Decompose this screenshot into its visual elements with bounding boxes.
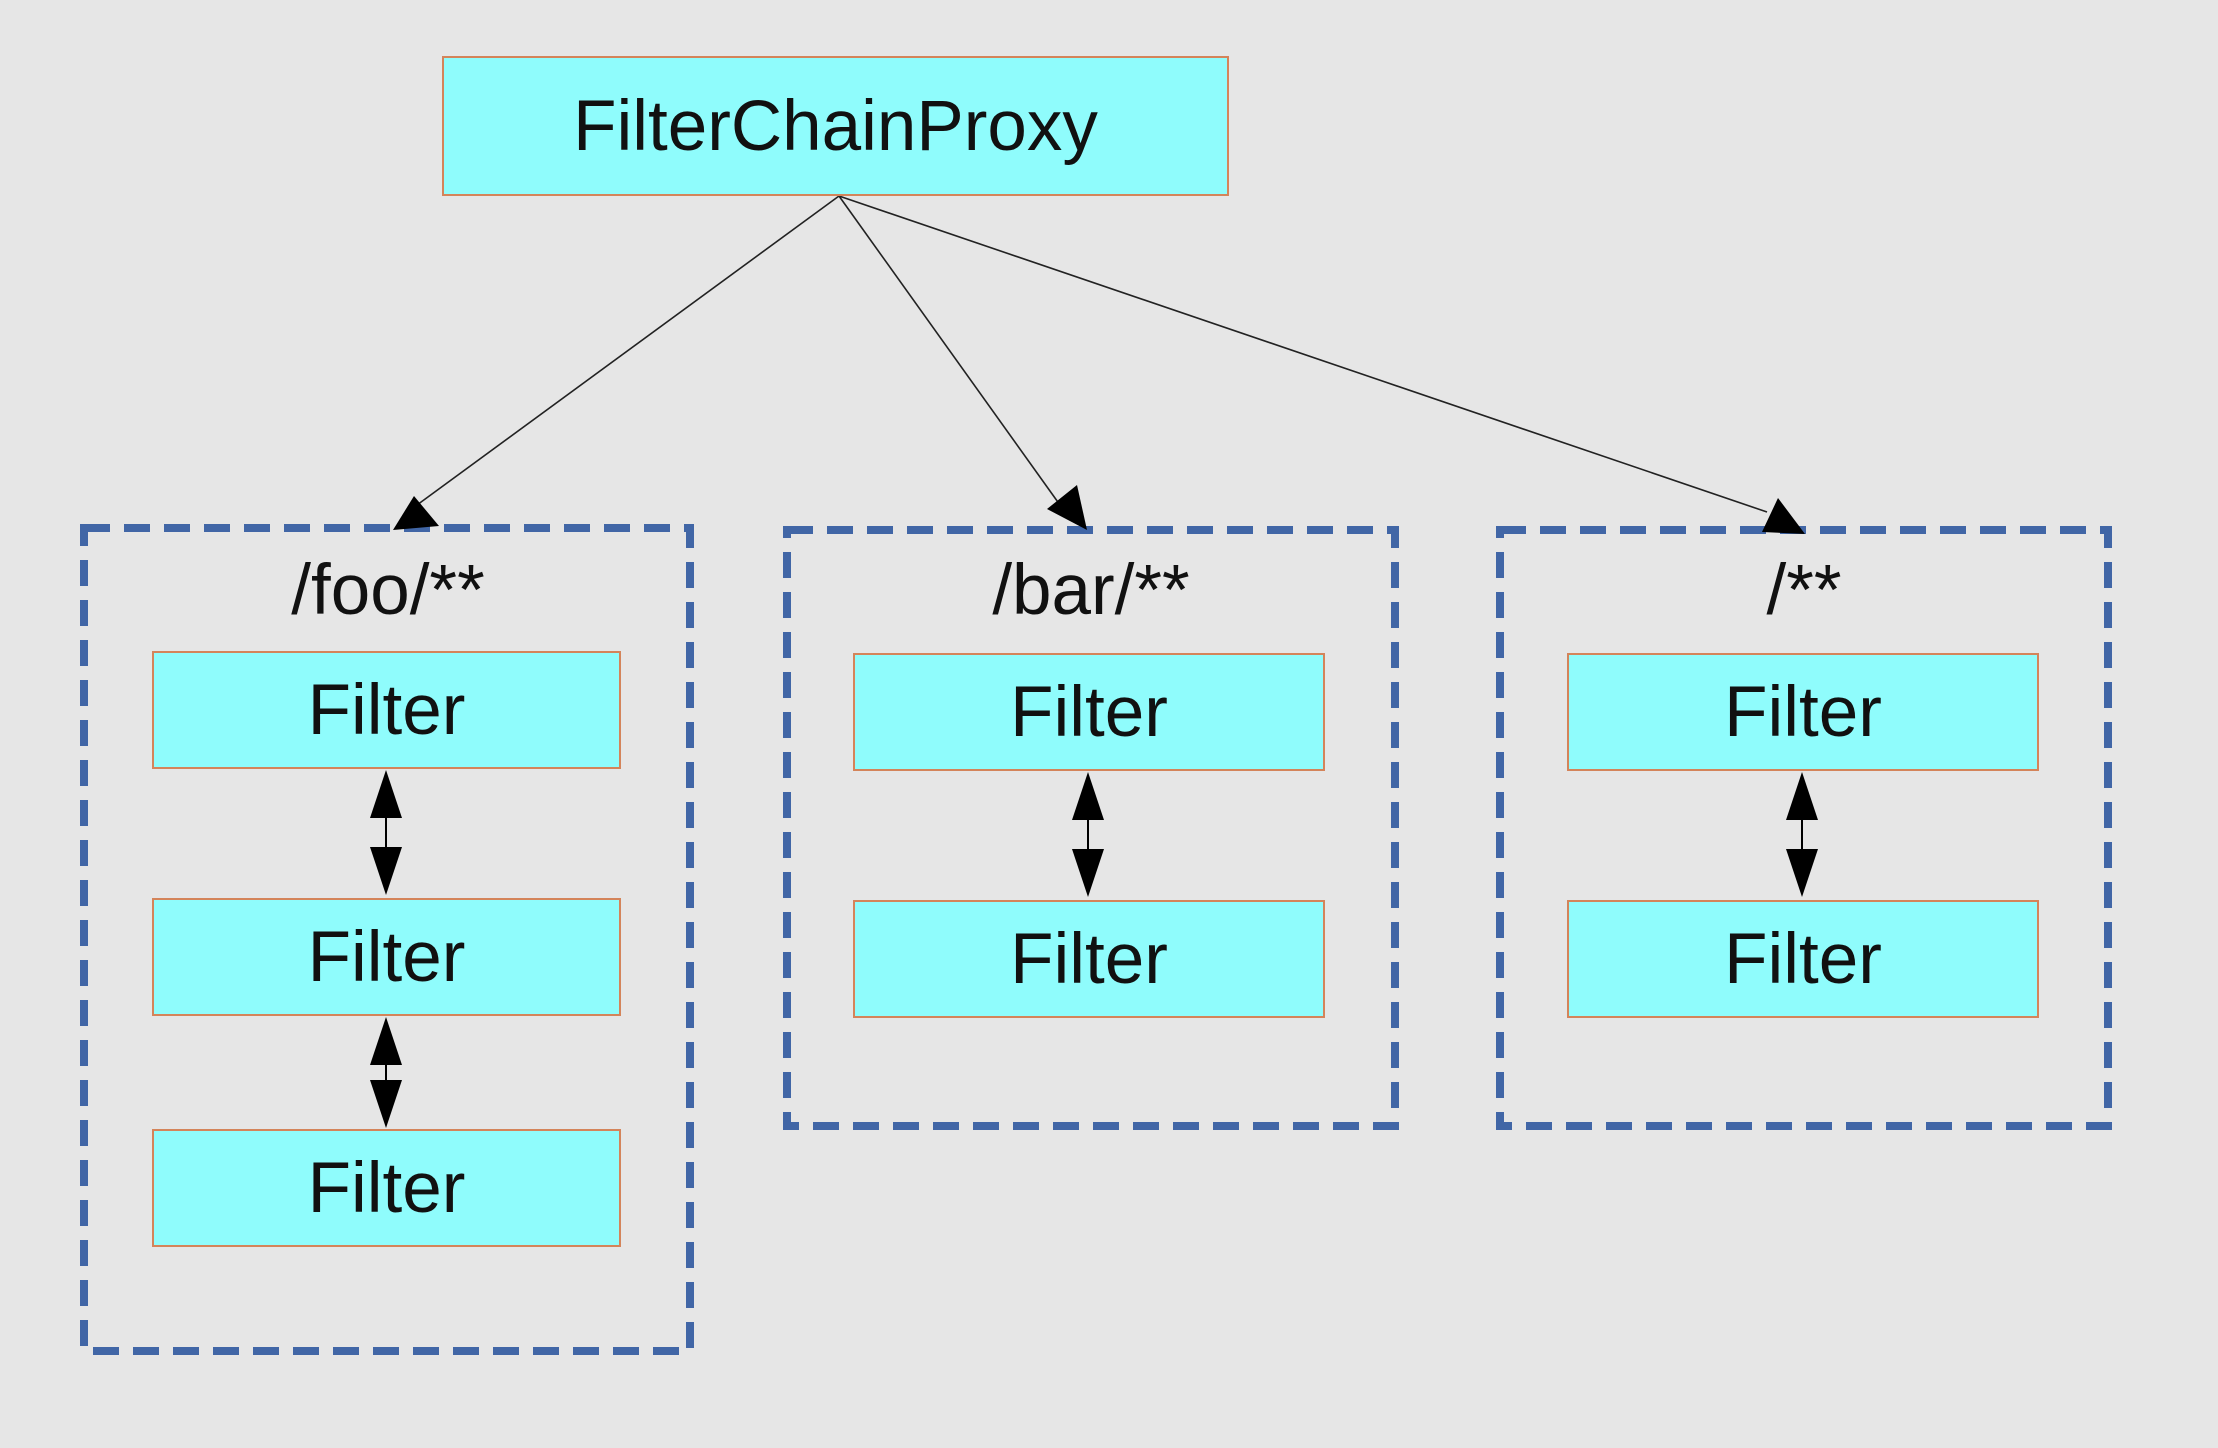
filter-node: Filter [1567,900,2039,1018]
filter-node: Filter [152,651,621,769]
filter-link-all-1-2 [1786,772,1818,897]
filter-links [370,770,1818,1128]
filter-node: Filter [152,898,621,1016]
filter-node-label: Filter [307,670,466,750]
root-connectors [416,195,1768,513]
group-label-bar: /bar/** [992,551,1190,630]
filter-node-label: Filter [1010,672,1168,752]
arrowhead-all [1762,498,1805,534]
group-box-foo [80,524,694,1355]
filter-link-bar-1-2 [1072,772,1104,897]
group-label-foo: /foo/** [291,551,485,630]
connector-root-to-bar [838,195,1061,506]
filter-node-label: Filter [1010,919,1168,999]
filter-link-foo-2-3 [370,1017,402,1128]
filter-node-label: Filter [1724,672,1882,752]
arrowhead-bar [1047,485,1087,530]
connector-root-to-foo [416,195,840,506]
connector-root-to-all [838,195,1768,513]
filter-node: Filter [1567,653,2039,771]
filter-node: Filter [853,653,1325,771]
filter-node: Filter [853,900,1325,1018]
root-arrowheads [393,485,1805,534]
filter-node-label: Filter [307,1148,466,1228]
arrowhead-foo [393,496,439,530]
filter-node: Filter [152,1129,621,1247]
root-node-filterchainproxy: FilterChainProxy [442,56,1229,196]
filter-node-label: Filter [1724,919,1882,999]
root-node-label: FilterChainProxy [573,86,1098,166]
filter-node-label: Filter [307,917,466,997]
group-label-all: /** [1766,551,1842,630]
group-box-bar [783,526,1399,1130]
filter-link-foo-1-2 [370,770,402,895]
group-box-all [1496,526,2112,1130]
